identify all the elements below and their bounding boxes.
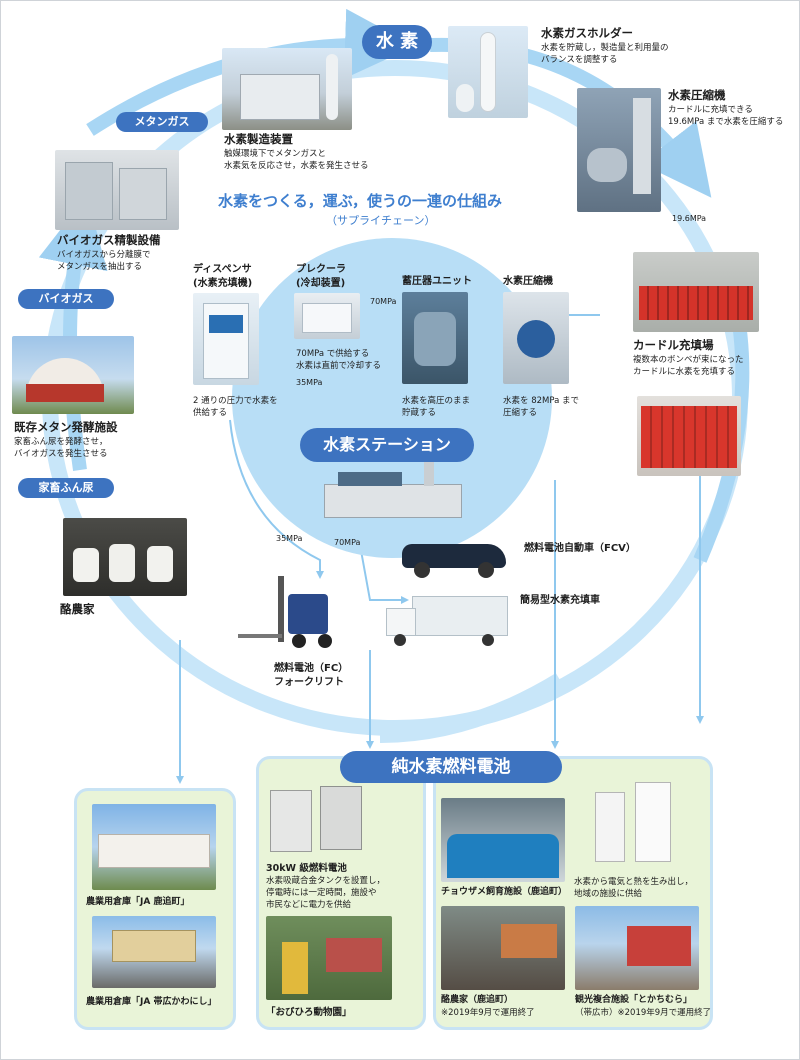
- biogas-refinery-desc-1: バイオガスから分離膜で: [57, 250, 151, 260]
- supply-desc-1: 水素から電気と熱を生み出し，: [574, 877, 694, 887]
- dispenser-title: ディスペンサ: [193, 264, 252, 275]
- tokachimura-photo: [575, 906, 699, 990]
- curdle-filling-desc-1: 複数本のボンベが束になった: [633, 355, 744, 365]
- farmer-shikaoi-photo: [441, 906, 565, 990]
- curdle-photo: [637, 396, 741, 476]
- biogas-pill: バイオガス: [18, 289, 114, 309]
- fuel-cell-unit-photo: [266, 784, 370, 856]
- methane-fermentation-photo: [12, 336, 134, 414]
- ja-shikaoi-label: 農業用倉庫「JA 鹿追町」: [86, 897, 190, 907]
- dispenser-desc-2: 供給する: [193, 408, 228, 418]
- pressure-19-6-label: 19.6MPa: [672, 214, 707, 223]
- dispenser-desc-1: 2 通りの圧力で水素を: [193, 396, 278, 406]
- hydrogen-production-desc-2: 水素気を反応させ，水素を発生させる: [224, 161, 369, 171]
- pressure-70-label-b: 70MPa: [334, 538, 361, 547]
- supply-chain-subline: （サプライチェーン）: [326, 214, 436, 227]
- pressure-35-label-a: 35MPa: [296, 378, 323, 387]
- sturgeon-facility-photo: [441, 798, 565, 882]
- curdle-filling-title: カードル充填場: [633, 338, 714, 352]
- fcv-photo: [398, 526, 510, 578]
- ja-shikaoi-photo: [92, 804, 216, 890]
- fuel-cell-30kw-title: 30kW 級燃料電池: [266, 863, 347, 874]
- fuel-cell-30kw-desc-1: 水素吸蔵合金タンクを設置し，: [266, 876, 386, 886]
- curdle-filling-desc-2: カードルに水素を充填する: [633, 367, 736, 377]
- fcv-title: 燃料電池自動車（FCV）: [524, 543, 636, 554]
- compressor-station-photo: [503, 292, 569, 384]
- compressor-top-desc-2: 19.6MPa まで水素を圧縮する: [668, 117, 784, 127]
- pressure-35-label-b: 35MPa: [276, 534, 303, 543]
- dairy-farmer-title: 酪農家: [60, 602, 95, 616]
- hydrogen-production-photo: [222, 48, 352, 130]
- accumulator-title: 蓄圧器ユニット: [402, 276, 472, 287]
- gas-holder-photo: [448, 26, 528, 118]
- dairy-farmer-photo: [63, 518, 187, 596]
- fuel-cell-30kw-desc-3: 市民などに電力を供給: [266, 900, 352, 910]
- ja-obihiro-label: 農業用倉庫「JA 帯広かわにし」: [86, 997, 217, 1007]
- compressor-top-desc-1: カードルに充填できる: [668, 105, 753, 115]
- station-building-photo: [318, 462, 468, 524]
- precooler-title: プレクーラ: [296, 264, 346, 275]
- compressor-station-desc-2: 圧縮する: [503, 408, 538, 418]
- home-fuel-cell-photo: [585, 776, 689, 866]
- methane-fermentation-title: 既存メタン発酵施設: [14, 420, 118, 434]
- pure-fuel-cell-banner: 純水素燃料電池: [340, 751, 562, 783]
- biogas-refinery-photo: [55, 150, 179, 230]
- sturgeon-facility-label: チョウザメ飼育施設（鹿追町）: [441, 887, 568, 897]
- precooler-sub: (冷却装置): [296, 278, 346, 289]
- curdle-filling-photo: [633, 252, 759, 332]
- biogas-refinery-desc-2: メタンガスを抽出する: [57, 262, 143, 272]
- dispenser-photo: [193, 293, 259, 385]
- farmer-shikaoi-note: ※2019年9月で運用終了: [441, 1008, 535, 1018]
- compressor-station-desc-1: 水素を 82MPa まで: [503, 396, 580, 406]
- gas-holder-title: 水素ガスホルダー: [541, 26, 633, 40]
- methane-fermentation-desc-1: 家畜ふん尿を発酵させ，: [14, 437, 108, 447]
- hydrogen-production-title: 水素製造装置: [224, 132, 293, 146]
- tokachimura-note: （帯広市）※2019年9月で運用終了: [575, 1008, 712, 1018]
- precooler-desc-1: 70MPa で供給する: [296, 349, 370, 359]
- accumulator-desc-1: 水素を高圧のまま: [402, 396, 471, 406]
- gas-holder-desc-2: バランスを調整する: [541, 55, 618, 65]
- compressor-station-title: 水素圧縮機: [503, 276, 553, 287]
- supply-chain-headline: 水素をつくる，運ぶ，使うの一連の仕組み: [218, 192, 502, 210]
- precooler-photo: [294, 293, 360, 339]
- compressor-top-photo: [577, 88, 661, 212]
- pressure-70-label-a: 70MPa: [370, 297, 397, 306]
- livestock-manure-pill: 家畜ふん尿: [18, 478, 114, 498]
- biogas-refinery-title: バイオガス精製設備: [57, 233, 161, 247]
- hydrogen-pill: 水 素: [362, 25, 432, 59]
- compressor-top-title: 水素圧縮機: [668, 88, 726, 102]
- fuel-cell-30kw-desc-2: 停電時には一定時間，施設や: [266, 888, 377, 898]
- accumulator-photo: [402, 292, 468, 384]
- obihiro-zoo-photo: [266, 916, 392, 1000]
- simple-truck-title: 簡易型水素充填車: [520, 595, 600, 606]
- farmer-shikaoi-label: 酪農家（鹿追町）: [441, 995, 514, 1005]
- hydrogen-production-desc-1: 触媒環境下でメタンガスと: [224, 149, 327, 159]
- methane-fermentation-desc-2: バイオガスを発生させる: [14, 449, 108, 459]
- supply-desc-2: 地域の施設に供給: [574, 889, 643, 899]
- forklift-title2: フォークリフト: [274, 677, 344, 688]
- forklift-title: 燃料電池（FC）: [274, 663, 349, 674]
- forklift-photo: [238, 572, 342, 654]
- gas-holder-desc-1: 水素を貯蔵し，製造量と利用量の: [541, 43, 669, 53]
- hydrogen-station-pill: 水素ステーション: [300, 428, 474, 462]
- simple-truck-photo: [382, 590, 512, 648]
- precooler-desc-2: 水素は直前で冷却する: [296, 361, 382, 371]
- accumulator-desc-2: 貯蔵する: [402, 408, 437, 418]
- ja-obihiro-photo: [92, 916, 216, 988]
- methane-gas-pill: メタンガス: [116, 112, 208, 132]
- dispenser-sub: (水素充填機): [193, 278, 253, 289]
- tokachimura-label: 観光複合施設「とかちむら」: [575, 995, 693, 1005]
- obihiro-zoo-label: 「おびひろ動物園」: [266, 1007, 352, 1018]
